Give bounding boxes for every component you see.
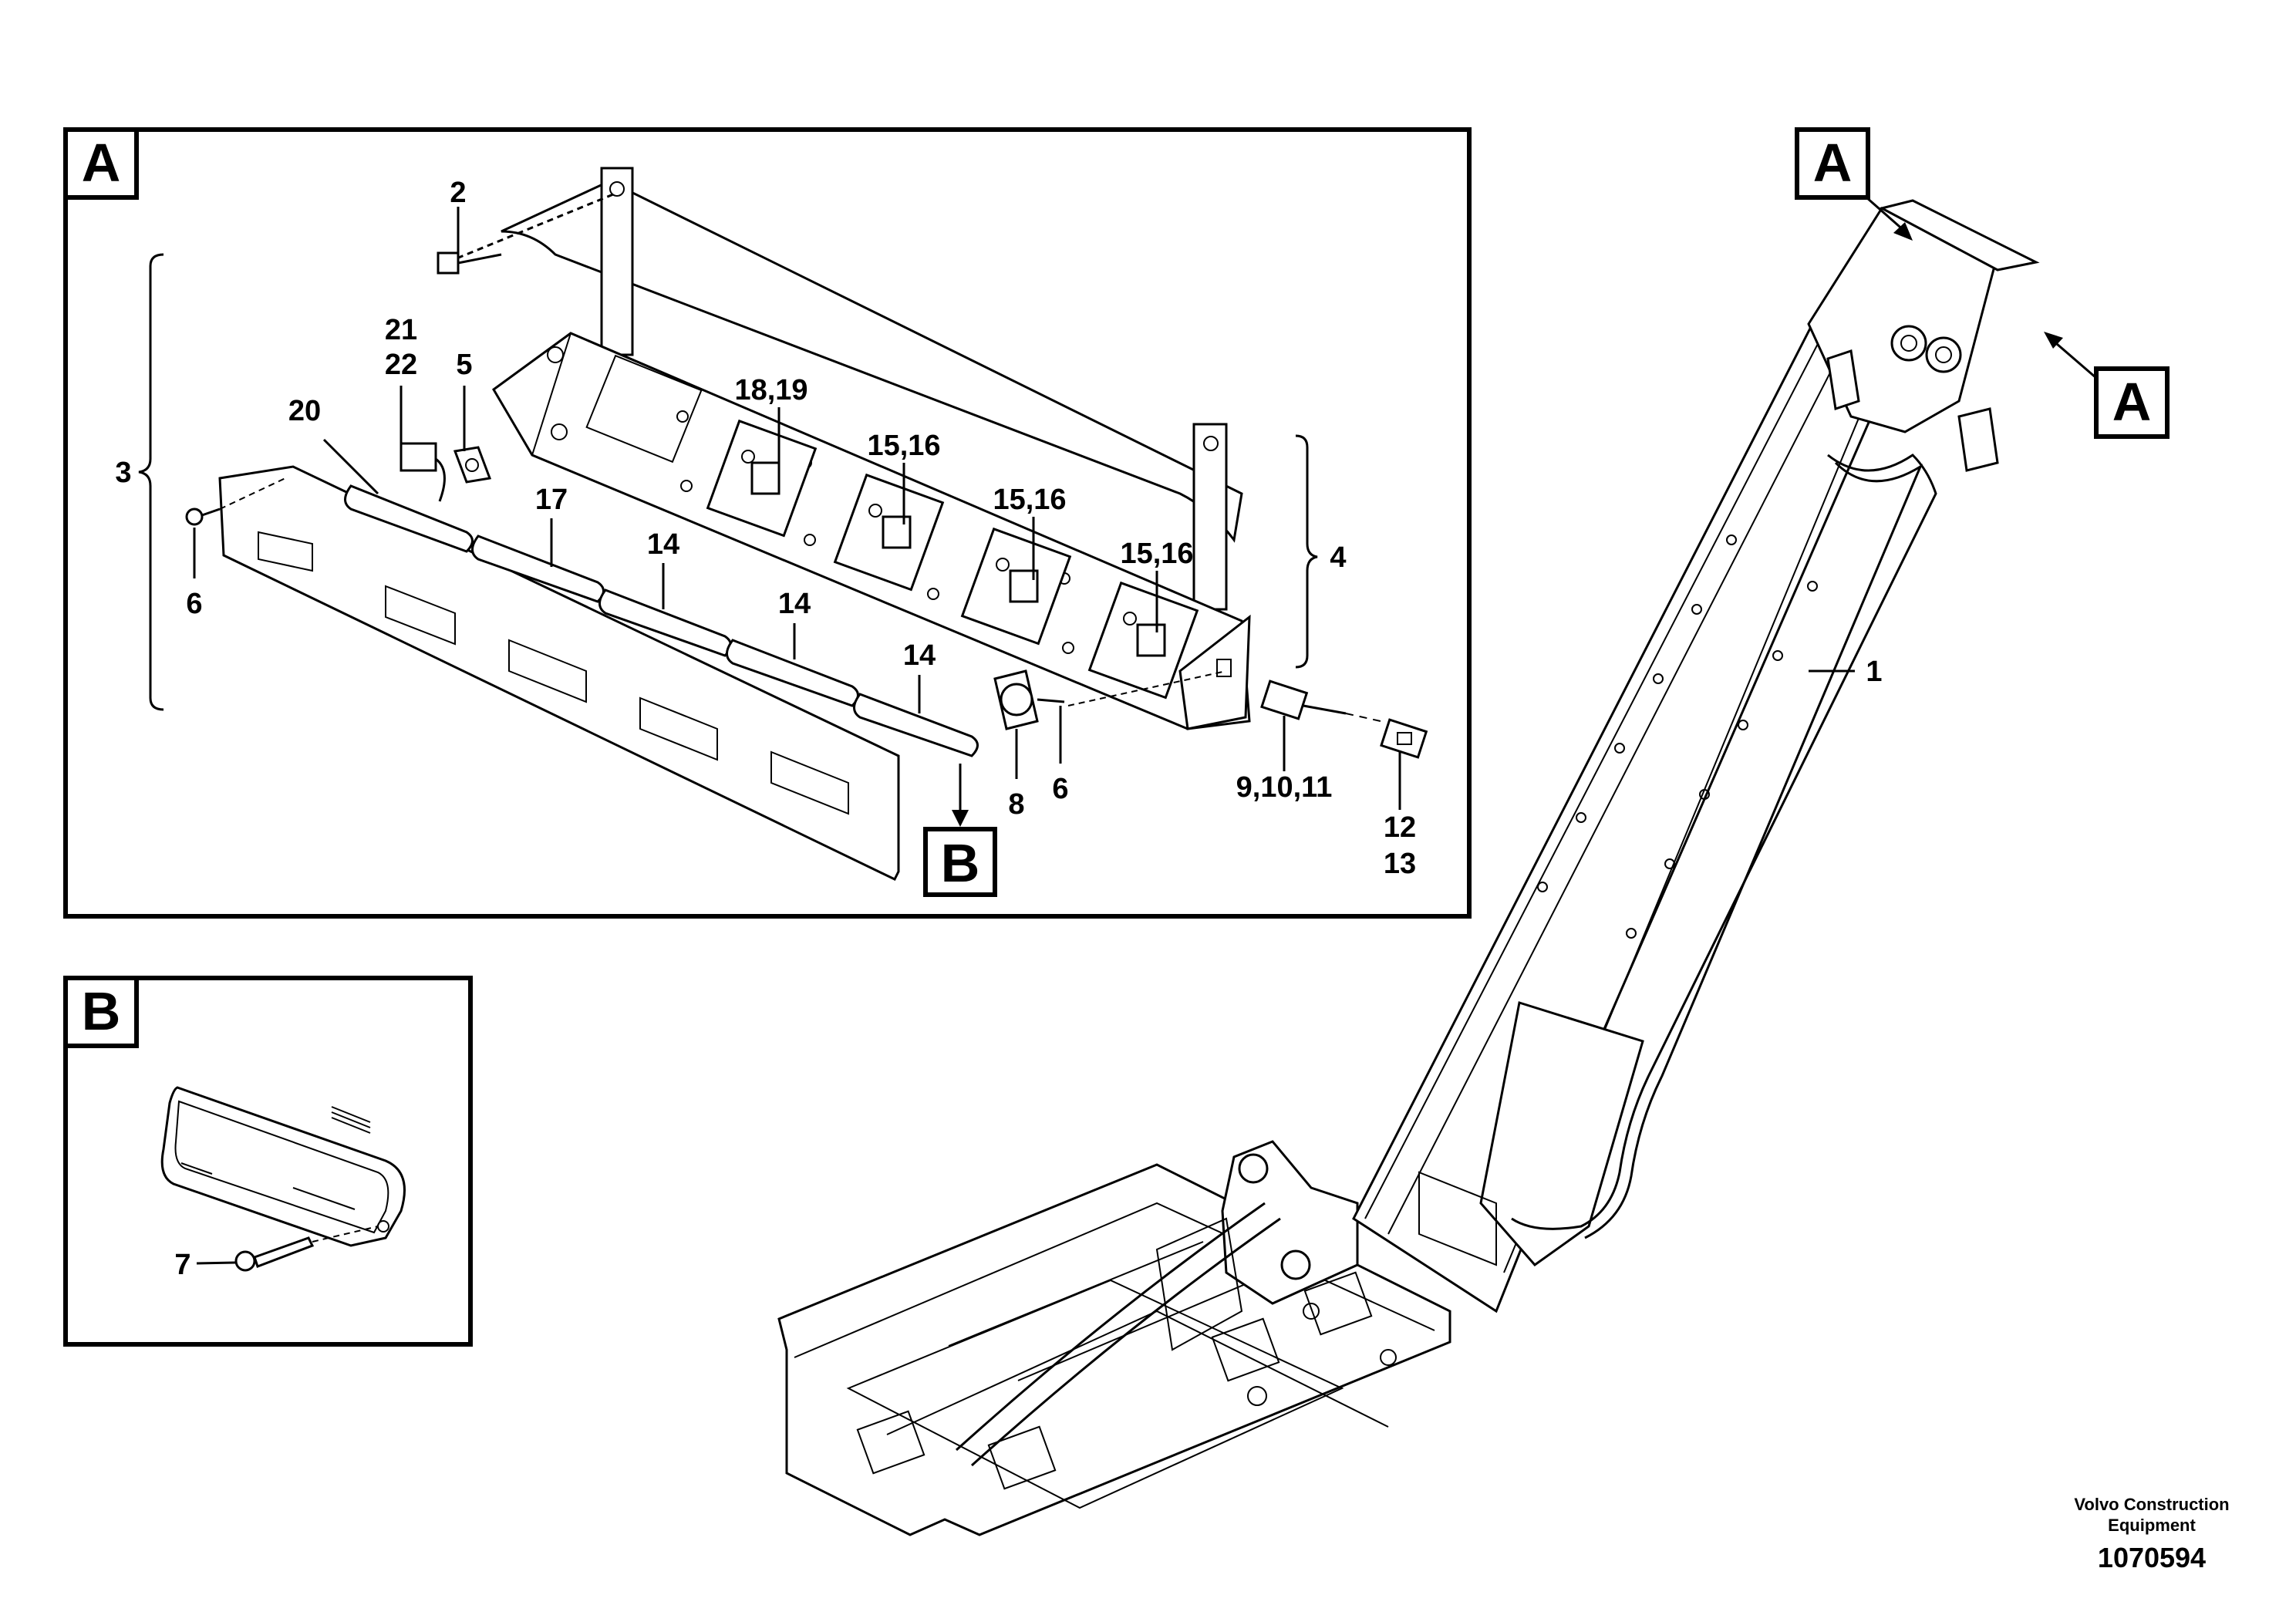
- callout-7: 7: [174, 1249, 190, 1281]
- callout-12: 12: [1384, 811, 1416, 844]
- connector-9-10-11: [1260, 679, 1381, 722]
- callout-14-b: 14: [778, 588, 811, 620]
- brace-4: [1295, 434, 1318, 669]
- detail-a-panel: A: [63, 127, 1472, 919]
- ref-a-top: A: [1795, 127, 1913, 241]
- switch-15-16-c: [1087, 581, 1199, 700]
- ref-b-letter: B: [941, 833, 980, 893]
- machine-frame: [777, 199, 2040, 1536]
- lamp-20: [344, 484, 474, 553]
- socket-8: [993, 669, 1227, 730]
- figure-number: 1070594: [2098, 1542, 2206, 1573]
- svg-text:A: A: [2112, 372, 2152, 432]
- cover-bracket: [501, 167, 1243, 611]
- callout-1: 1: [1866, 656, 1882, 688]
- mounting-plate: [218, 465, 900, 881]
- callout-6-right: 6: [1052, 773, 1068, 805]
- switch-18-19: [706, 419, 818, 538]
- callout-5: 5: [456, 349, 472, 381]
- svg-text:A: A: [1813, 133, 1853, 193]
- callout-8: 8: [1008, 788, 1024, 821]
- callout-2: 2: [450, 177, 466, 209]
- brace-3: [138, 253, 164, 711]
- ref-a-side: A: [2044, 332, 2170, 439]
- screw-6-left: [185, 477, 286, 526]
- callout-20: 20: [288, 395, 321, 427]
- company-line-1: Volvo Construction: [2074, 1495, 2229, 1514]
- callout-21: 21: [385, 314, 417, 346]
- switch-15-16-b: [960, 527, 1072, 646]
- callout-15-16-a: 15,16: [867, 430, 940, 462]
- clip-5: [453, 446, 492, 484]
- detail-b-letter: B: [82, 981, 121, 1041]
- callout-14-c: 14: [903, 639, 936, 672]
- connector-12-13: [1380, 718, 1428, 759]
- callout-15-16-b: 15,16: [993, 484, 1066, 516]
- callout-18-19: 18,19: [734, 374, 807, 406]
- callout-22: 22: [385, 349, 417, 381]
- detail-b-panel: B 7: [63, 976, 473, 1347]
- detail-a-letter: A: [82, 133, 121, 193]
- lamp-detail: [160, 1086, 406, 1247]
- callout-13: 13: [1384, 848, 1416, 880]
- connector-21-22: [400, 442, 446, 502]
- callout-9-10-11: 9,10,11: [1236, 771, 1333, 804]
- lamp-14-b: [726, 639, 859, 707]
- callout-14-a: 14: [647, 528, 679, 561]
- screw-7: [234, 1226, 379, 1272]
- callout-4: 4: [1330, 541, 1346, 574]
- callout-6-left: 6: [186, 588, 202, 620]
- bolt-2: [437, 191, 618, 275]
- callout-3: 3: [115, 457, 131, 489]
- lamp-14-c: [853, 693, 979, 757]
- company-line-2: Equipment: [2108, 1516, 2196, 1535]
- callout-15-16-c: 15,16: [1120, 538, 1193, 570]
- callout-17: 17: [535, 484, 568, 516]
- lamp-14-a: [598, 588, 732, 657]
- lamp-17: [471, 534, 605, 603]
